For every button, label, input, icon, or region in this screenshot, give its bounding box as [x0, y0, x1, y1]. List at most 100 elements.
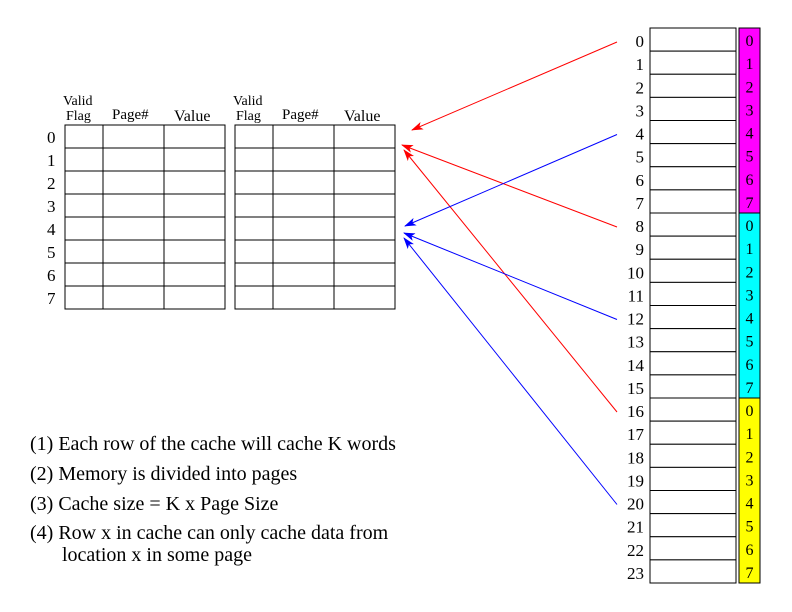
valid-flag-cell: [64, 262, 104, 287]
memory-address: 5: [636, 148, 645, 167]
memory-cell: [649, 397, 737, 422]
mapping-arrow: [401, 144, 618, 228]
page-offset-label: 2: [746, 264, 754, 281]
cache-row-label: 3: [47, 197, 56, 216]
memory-address: 1: [636, 55, 645, 74]
memory-cell: [649, 536, 737, 561]
memory-address: 15: [627, 379, 644, 398]
page-color-bar: [738, 397, 761, 584]
memory-column: 0123456789101112131415161718192021222301…: [627, 27, 761, 584]
note-4: (4) Row x in cache can only cache data f…: [30, 522, 389, 544]
value-cell: [333, 193, 396, 218]
memory-address: 6: [636, 171, 645, 190]
valid-flag-cell: [234, 193, 274, 218]
memory-cell: [649, 513, 737, 538]
memory-address: 7: [636, 194, 645, 213]
value-cell: [333, 124, 396, 149]
page-offset-label: 5: [746, 519, 754, 536]
valid-flag-cell: [64, 170, 104, 195]
memory-cell: [649, 305, 737, 330]
memory-cell: [649, 96, 737, 121]
mapping-arrows: [401, 41, 618, 505]
page-offset-label: 7: [746, 380, 754, 397]
memory-address: 10: [627, 263, 644, 282]
page-cell: [272, 239, 335, 264]
value-cell: [163, 285, 226, 310]
page-cell: [102, 239, 165, 264]
valid-header-line1: Valid: [63, 94, 93, 109]
memory-address: 12: [627, 310, 644, 329]
memory-cell: [649, 166, 737, 191]
cache-row-label: 4: [47, 220, 56, 239]
page-cell: [272, 216, 335, 241]
value-cell: [163, 170, 226, 195]
memory-cell: [649, 27, 737, 52]
page-cell: [272, 262, 335, 287]
page-cell: [272, 285, 335, 310]
value-cell: [333, 170, 396, 195]
note-1: (1) Each row of the cache will cache K w…: [30, 433, 396, 455]
memory-address: 11: [628, 286, 644, 305]
memory-cell: [649, 235, 737, 260]
page-offset-label: 3: [746, 287, 754, 304]
memory-cell: [649, 328, 737, 353]
cache-row-label: 7: [47, 289, 56, 308]
note-2: (2) Memory is divided into pages: [30, 463, 297, 485]
value-cell: [333, 239, 396, 264]
memory-cell: [649, 189, 737, 214]
page-cell: [102, 124, 165, 149]
page-header: Page#: [112, 107, 149, 123]
cache-row-label: 6: [47, 266, 56, 285]
valid-header-line1: Valid: [233, 94, 263, 109]
value-cell: [333, 216, 396, 241]
memory-address: 2: [636, 78, 645, 97]
memory-address: 22: [627, 541, 644, 560]
page-offset-label: 1: [746, 426, 754, 443]
page-cell: [102, 170, 165, 195]
cache-row-label: 0: [47, 128, 56, 147]
note-4-cont: location x in some page: [62, 544, 252, 566]
value-cell: [163, 216, 226, 241]
mapping-arrow: [403, 232, 618, 320]
note-3: (3) Cache size = K x Page Size: [30, 493, 279, 515]
cache-row-label: 2: [47, 174, 56, 193]
notes-list: (1) Each row of the cache will cache K w…: [30, 433, 396, 566]
page-cell: [272, 170, 335, 195]
memory-address: 23: [627, 564, 644, 583]
valid-flag-cell: [234, 124, 274, 149]
value-cell: [163, 239, 226, 264]
memory-cell: [649, 120, 737, 145]
memory-address: 17: [627, 425, 645, 444]
page-header: Page#: [282, 107, 319, 123]
page-offset-label: 4: [746, 311, 754, 328]
page-offset-label: 4: [746, 496, 754, 513]
memory-cell: [649, 420, 737, 445]
cache-row-label: 5: [47, 243, 56, 262]
memory-cell: [649, 466, 737, 491]
valid-header-line2: Flag: [66, 109, 91, 124]
memory-cell: [649, 50, 737, 75]
page-offset-label: 6: [746, 542, 754, 559]
memory-cell: [649, 443, 737, 468]
memory-address: 3: [636, 101, 645, 120]
value-cell: [333, 285, 396, 310]
memory-address: 20: [627, 495, 644, 514]
valid-flag-cell: [64, 216, 104, 241]
mapping-arrow: [403, 149, 618, 413]
page-offset-label: 6: [746, 172, 754, 189]
mapping-arrow: [403, 237, 618, 505]
page-cell: [102, 147, 165, 172]
page-offset-label: 3: [746, 472, 754, 489]
page-offset-label: 0: [746, 218, 754, 235]
valid-flag-cell: [234, 262, 274, 287]
page-cell: [102, 216, 165, 241]
memory-cell: [649, 212, 737, 237]
valid-flag-cell: [234, 285, 274, 310]
memory-address: 8: [636, 217, 645, 236]
valid-flag-cell: [64, 239, 104, 264]
